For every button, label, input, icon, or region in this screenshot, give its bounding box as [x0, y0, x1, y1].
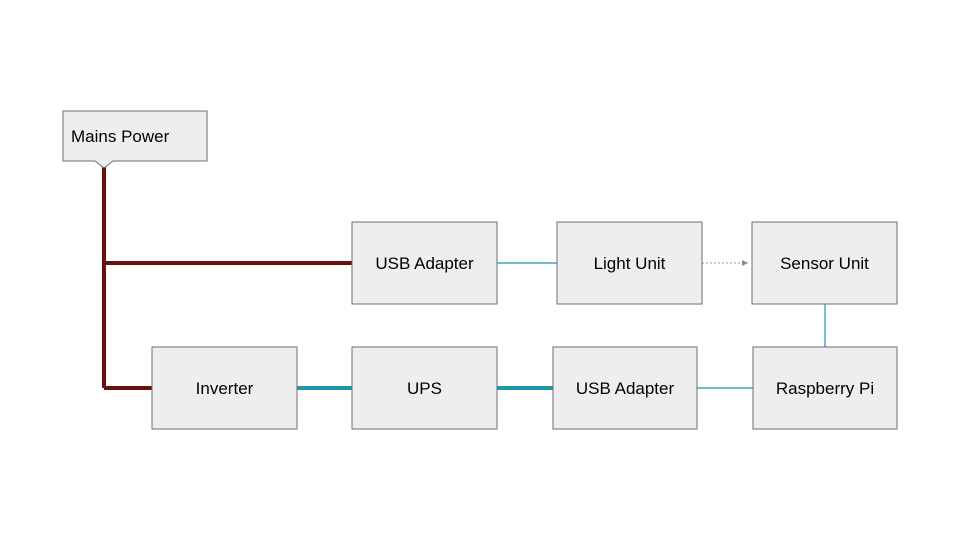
sensor-unit-box: [751, 221, 898, 305]
inverter-node: Inverter: [151, 346, 298, 430]
inverter-label: Inverter: [196, 379, 254, 398]
raspberry-pi-label: Raspberry Pi: [776, 379, 874, 398]
ups-node: UPS: [351, 346, 498, 430]
light-unit-label: Light Unit: [594, 254, 666, 273]
usb-adapter-bottom-node: USB Adapter: [552, 346, 698, 430]
inverter-box: [151, 346, 298, 430]
light-unit-node: Light Unit: [556, 221, 703, 305]
mains-power-label: Mains Power: [71, 127, 170, 146]
ups-box: [351, 346, 498, 430]
raspberry-pi-node: Raspberry Pi: [752, 346, 898, 430]
sensor-unit-label: Sensor Unit: [780, 254, 869, 273]
usb-adapter-top-box: [351, 221, 498, 305]
light-unit-box: [556, 221, 703, 305]
usb-adapter-bottom-label: USB Adapter: [576, 379, 675, 398]
usb-adapter-top-label: USB Adapter: [375, 254, 474, 273]
raspberry-pi-box: [752, 346, 898, 430]
usb-adapter-top-node: USB Adapter: [351, 221, 498, 305]
usb-adapter-bottom-box: [552, 346, 698, 430]
ups-label: UPS: [407, 379, 442, 398]
connectors: [102, 165, 826, 390]
mains-power-box: [62, 110, 208, 169]
sensor-unit-node: Sensor Unit: [751, 221, 898, 305]
mains-power-node: Mains Power: [62, 110, 208, 169]
